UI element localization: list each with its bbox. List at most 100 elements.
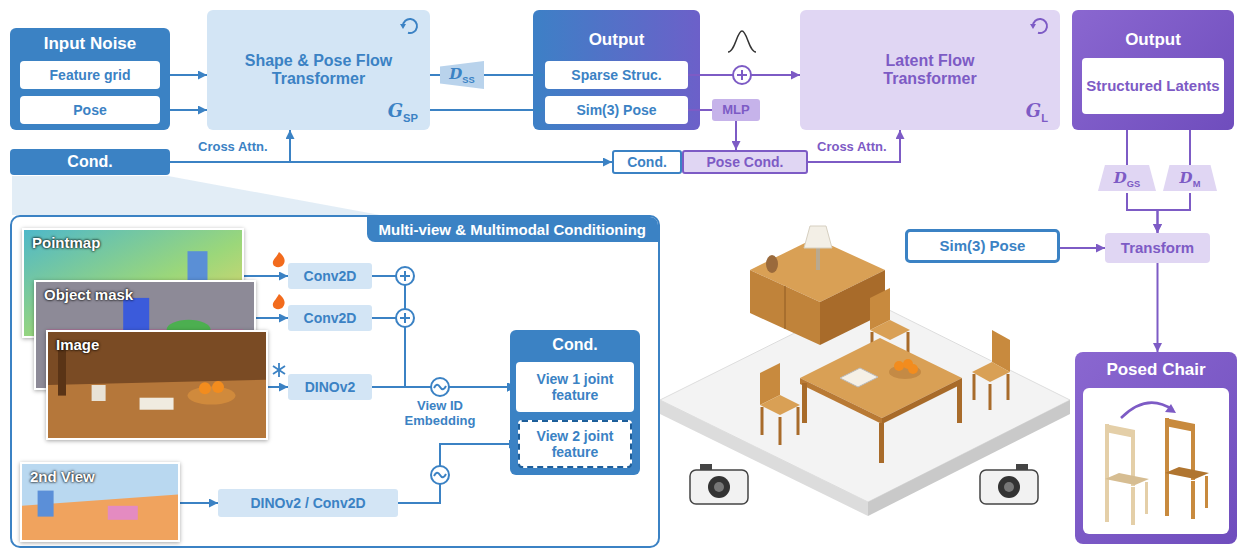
polygon-graphic bbox=[660, 400, 868, 516]
connector-arrow bbox=[1158, 193, 1191, 233]
connector-arrow bbox=[1060, 247, 1105, 249]
box-label: Sim(3) Pose bbox=[576, 102, 656, 118]
input-image-card: Image bbox=[46, 330, 268, 440]
symbol-subscript: SS bbox=[462, 75, 474, 85]
camera-icon bbox=[690, 464, 748, 504]
box-label: Posed Chair bbox=[1106, 360, 1205, 380]
joint-feature-box: View 2 joint feature bbox=[518, 420, 632, 468]
callout-wedge bbox=[12, 176, 380, 215]
encoder-box: Conv2D bbox=[288, 305, 372, 331]
rect-graphic bbox=[802, 383, 807, 423]
circle-graphic bbox=[431, 466, 449, 484]
polygon-graphic bbox=[882, 378, 962, 424]
connector-arrow bbox=[430, 109, 545, 111]
rect-graphic bbox=[22, 464, 178, 540]
circle-graphic bbox=[396, 267, 414, 285]
connector-arrow bbox=[170, 130, 290, 162]
polygon-graphic bbox=[48, 380, 266, 438]
connector-arrow bbox=[688, 109, 712, 111]
connector-arrow bbox=[268, 386, 288, 388]
line-graphic bbox=[1007, 374, 1010, 400]
output-item-box: Structured Latents bbox=[1082, 58, 1224, 114]
circle-graphic bbox=[714, 482, 724, 492]
flow-transformer-box: Latent Flow TransformerGL bbox=[800, 10, 1060, 130]
rect-graphic bbox=[58, 348, 66, 396]
decoder-trapezoid: DM bbox=[1163, 165, 1217, 193]
condition-group-box: Cond. View 1 joint featureView 2 joint fe… bbox=[510, 330, 640, 475]
box-label: Image bbox=[56, 336, 99, 353]
model-symbol: GL bbox=[1026, 101, 1048, 124]
gaussian-symbol bbox=[728, 31, 756, 52]
connector-arrow bbox=[735, 121, 737, 150]
embedding-symbol bbox=[431, 378, 449, 396]
box-label: Sim(3) Pose bbox=[940, 237, 1026, 254]
rect-graphic bbox=[1165, 476, 1169, 516]
rect-graphic bbox=[1105, 482, 1109, 522]
symbol-letter: D bbox=[1180, 169, 1193, 187]
line-graphic bbox=[273, 366, 285, 374]
circle-graphic bbox=[708, 476, 730, 498]
box-label: Pointmap bbox=[32, 234, 100, 251]
rect-graphic bbox=[690, 470, 748, 504]
line-graphic bbox=[404, 271, 406, 281]
box-label: Latent Flow Transformer bbox=[845, 52, 1015, 89]
output-box: OutputSparse Struc. Sim(3) Pose bbox=[533, 10, 700, 130]
line-graphic bbox=[797, 407, 800, 435]
box-label: Structured Latents bbox=[1086, 77, 1219, 94]
rect-graphic bbox=[1016, 464, 1028, 470]
circle-graphic bbox=[1004, 482, 1014, 492]
node-graphic bbox=[1075, 352, 1237, 544]
noise-input-box: Pose bbox=[20, 96, 160, 124]
box-label: Conv2D bbox=[304, 268, 357, 284]
line-graphic bbox=[404, 313, 406, 323]
box-label: Transform bbox=[1121, 239, 1194, 256]
polygon-graphic bbox=[1105, 424, 1135, 438]
line-graphic bbox=[741, 70, 743, 80]
rect-graphic bbox=[1145, 482, 1148, 514]
circle-graphic bbox=[998, 476, 1020, 498]
box-label: Feature grid bbox=[50, 67, 131, 83]
box-label: Cond. bbox=[552, 336, 597, 354]
box-label: View 1 joint feature bbox=[516, 371, 634, 403]
polygon-graphic bbox=[1165, 418, 1195, 432]
symbol-subscript: GS bbox=[1127, 179, 1140, 189]
scene-illustration bbox=[660, 226, 1070, 516]
ellipse-graphic bbox=[188, 387, 236, 405]
polygon-graphic bbox=[1105, 473, 1149, 485]
camera-icon bbox=[980, 464, 1038, 504]
connector-arrow bbox=[1157, 263, 1159, 352]
connector-arrow bbox=[256, 317, 288, 319]
box-label: Conv2D bbox=[304, 310, 357, 326]
condition-box: Cond. bbox=[10, 149, 170, 175]
mlp-box: MLP bbox=[712, 99, 760, 121]
line-graphic bbox=[973, 374, 976, 400]
rect-graphic bbox=[816, 246, 820, 270]
polygon-graphic bbox=[400, 24, 406, 29]
box-label: Output bbox=[589, 30, 645, 50]
joint-feature-box: View 1 joint feature bbox=[516, 362, 634, 412]
box-label: Pose bbox=[73, 102, 106, 118]
snowflake-icon bbox=[273, 363, 285, 377]
connector-arrow bbox=[484, 74, 545, 76]
circle-graphic bbox=[733, 66, 751, 84]
symbol-letter: D bbox=[1114, 169, 1127, 187]
edge-label: Cross Attn. bbox=[196, 140, 270, 155]
box-label: View 2 joint feature bbox=[520, 428, 630, 460]
symbol-letter: G bbox=[1026, 100, 1041, 121]
rect-graphic bbox=[700, 464, 712, 470]
rect-graphic bbox=[1191, 481, 1195, 519]
embedding-symbol bbox=[431, 466, 449, 484]
output-item-box: Sparse Struc. bbox=[545, 61, 688, 89]
box-label: Cond. bbox=[67, 153, 112, 171]
decoder-trapezoid: DGS bbox=[1098, 165, 1156, 193]
encoder-box: DINOv2 bbox=[288, 374, 372, 400]
image-thumbnail bbox=[22, 464, 178, 540]
connector-arrow bbox=[244, 275, 288, 277]
result-panel bbox=[1083, 388, 1229, 534]
connector-arrow bbox=[1189, 130, 1191, 165]
panel-heading: Multi-view & Multimodal Conditioning bbox=[367, 217, 658, 242]
connector-arrow bbox=[430, 74, 440, 76]
ellipse-graphic bbox=[766, 255, 778, 273]
box-fill bbox=[533, 10, 700, 130]
